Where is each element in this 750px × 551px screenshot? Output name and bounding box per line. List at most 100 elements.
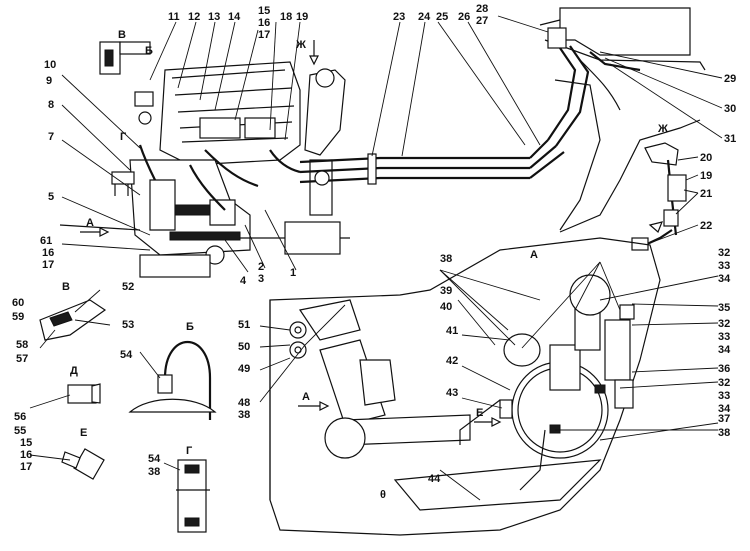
callout-labels: 11 12 13 14 15 16 17 18 19 23 24 25 26 2… <box>12 3 736 485</box>
callout-53: 54 <box>120 349 133 361</box>
view-g-detail <box>176 459 210 533</box>
callout-37: 37 <box>718 413 730 425</box>
callout-21: 21 <box>700 188 712 200</box>
view-label-v-top: В <box>118 29 126 41</box>
view-label-d: Д <box>70 365 78 377</box>
callout-33c: 33 <box>718 390 730 402</box>
view-a-detail <box>269 237 661 536</box>
view-label-a-left: А <box>86 217 94 229</box>
callout-60: 60 <box>12 297 24 309</box>
callout-54: 54 <box>148 453 161 465</box>
callout-61: 61 <box>40 235 52 247</box>
callout-19: 19 <box>296 11 308 23</box>
callout-29: 29 <box>724 73 736 85</box>
callout-8: 8 <box>48 99 54 111</box>
view-label-v: В <box>62 281 70 293</box>
callout-20: 20 <box>700 152 712 164</box>
callout-56: 56 <box>14 411 26 423</box>
view-label-zh-right: Ж <box>657 123 668 135</box>
callout-49: 50 <box>238 341 250 353</box>
view-label-a-arrow: А <box>302 391 310 403</box>
callout-36: 36 <box>718 363 730 375</box>
callout-57: 57 <box>16 353 28 365</box>
callout-17e: 17 <box>20 461 32 473</box>
view-label-b: Б <box>186 321 194 333</box>
callout-51: 52 <box>122 281 134 293</box>
view-d-detail <box>67 383 101 404</box>
callout-7: 7 <box>48 131 54 143</box>
view-zh-detail <box>631 142 687 251</box>
callout-2: 2 <box>258 261 264 273</box>
callout-39: 38 <box>440 253 452 265</box>
callout-35: 35 <box>718 302 730 314</box>
fuel-tank-area <box>539 7 706 233</box>
callout-31: 31 <box>724 133 736 145</box>
callout-10: 10 <box>44 59 56 71</box>
callout-30: 30 <box>724 103 736 115</box>
view-label-a-main: А <box>530 249 538 261</box>
callout-45: 44 <box>428 473 441 485</box>
callout-34a: 34 <box>718 273 731 285</box>
view-label-g: Г <box>186 445 193 457</box>
callout-43: 42 <box>446 355 458 367</box>
callout-58: 58 <box>16 339 28 351</box>
callout-34b: 34 <box>718 344 731 356</box>
callout-18: 18 <box>280 11 292 23</box>
callout-28: 28 <box>476 3 488 15</box>
view-label-g-top: Г <box>120 131 127 143</box>
callout-15: 15 <box>258 5 270 17</box>
view-label-e-main: Е <box>476 407 483 419</box>
callout-38a: 38 <box>718 427 730 439</box>
callout-40: 39 <box>440 285 452 297</box>
callout-9: 9 <box>46 75 52 87</box>
engine-assembly <box>59 61 565 278</box>
callout-26: 26 <box>458 11 470 23</box>
view-labels: В Б Г Ж А Ж А А Е θ В Б Д Е Г <box>62 29 668 501</box>
view-label-e: Е <box>80 427 87 439</box>
view-label-theta: θ <box>380 489 386 501</box>
view-v-detail <box>39 299 107 341</box>
callout-15e: 15 <box>20 437 32 449</box>
callout-34c: 34 <box>718 403 731 415</box>
callout-24: 24 <box>418 11 431 23</box>
callout-13: 13 <box>208 11 220 23</box>
callout-27: 27 <box>476 15 488 27</box>
callout-41: 40 <box>440 301 452 313</box>
callout-16e: 16 <box>20 449 32 461</box>
callout-17c: 17 <box>42 259 54 271</box>
callout-52: 53 <box>122 319 134 331</box>
callout-25: 25 <box>436 11 448 23</box>
callout-47: 48 <box>238 397 250 409</box>
callout-23: 23 <box>393 11 405 23</box>
callout-55: 55 <box>14 425 26 437</box>
callout-32a: 32 <box>718 247 730 259</box>
view-label-b-top: Б <box>145 45 153 57</box>
callout-3: 3 <box>258 273 264 285</box>
callout-5: 5 <box>48 191 54 203</box>
callout-4: 4 <box>240 275 247 287</box>
callout-16: 16 <box>258 17 270 29</box>
callout-33b: 33 <box>718 331 730 343</box>
view-b-bottom-detail <box>128 340 217 420</box>
callout-44: 43 <box>446 387 458 399</box>
callout-1: 1 <box>290 267 296 279</box>
callout-17: 17 <box>258 29 270 41</box>
callout-16c: 16 <box>42 247 54 259</box>
callout-22: 22 <box>700 220 712 232</box>
callout-38c: 38 <box>148 466 160 478</box>
callout-48: 49 <box>238 363 250 375</box>
callout-38b: 38 <box>238 409 250 421</box>
callout-59: 59 <box>12 311 24 323</box>
leader-lines <box>29 15 723 501</box>
callout-11: 11 <box>168 11 180 23</box>
callout-19b: 19 <box>700 170 712 182</box>
view-e-detail <box>61 448 105 480</box>
view-arrows <box>80 40 502 427</box>
callout-33a: 33 <box>718 260 730 272</box>
view-b-detail <box>99 41 151 75</box>
callout-50: 51 <box>238 319 250 331</box>
callout-42: 41 <box>446 325 458 337</box>
callout-12: 12 <box>188 11 200 23</box>
view-label-zh-top: Ж <box>295 39 306 51</box>
